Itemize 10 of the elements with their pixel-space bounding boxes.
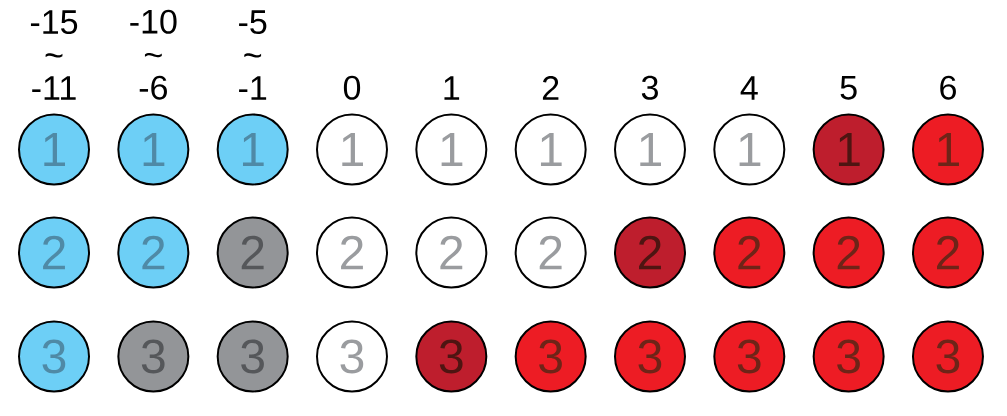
column-header: 5 [840, 76, 857, 100]
column-header: -15 ~ -11 [30, 10, 78, 100]
column-header: -10 ~ -6 [130, 9, 177, 100]
column-header: 4 [740, 76, 758, 100]
column-header: 0 [343, 75, 361, 100]
column-header: 6 [940, 75, 956, 100]
column-header: 3 [641, 75, 658, 100]
column-header: 2 [542, 76, 559, 100]
column-header: -5 ~ -1 [239, 10, 267, 100]
column-header: 1 [444, 76, 460, 100]
